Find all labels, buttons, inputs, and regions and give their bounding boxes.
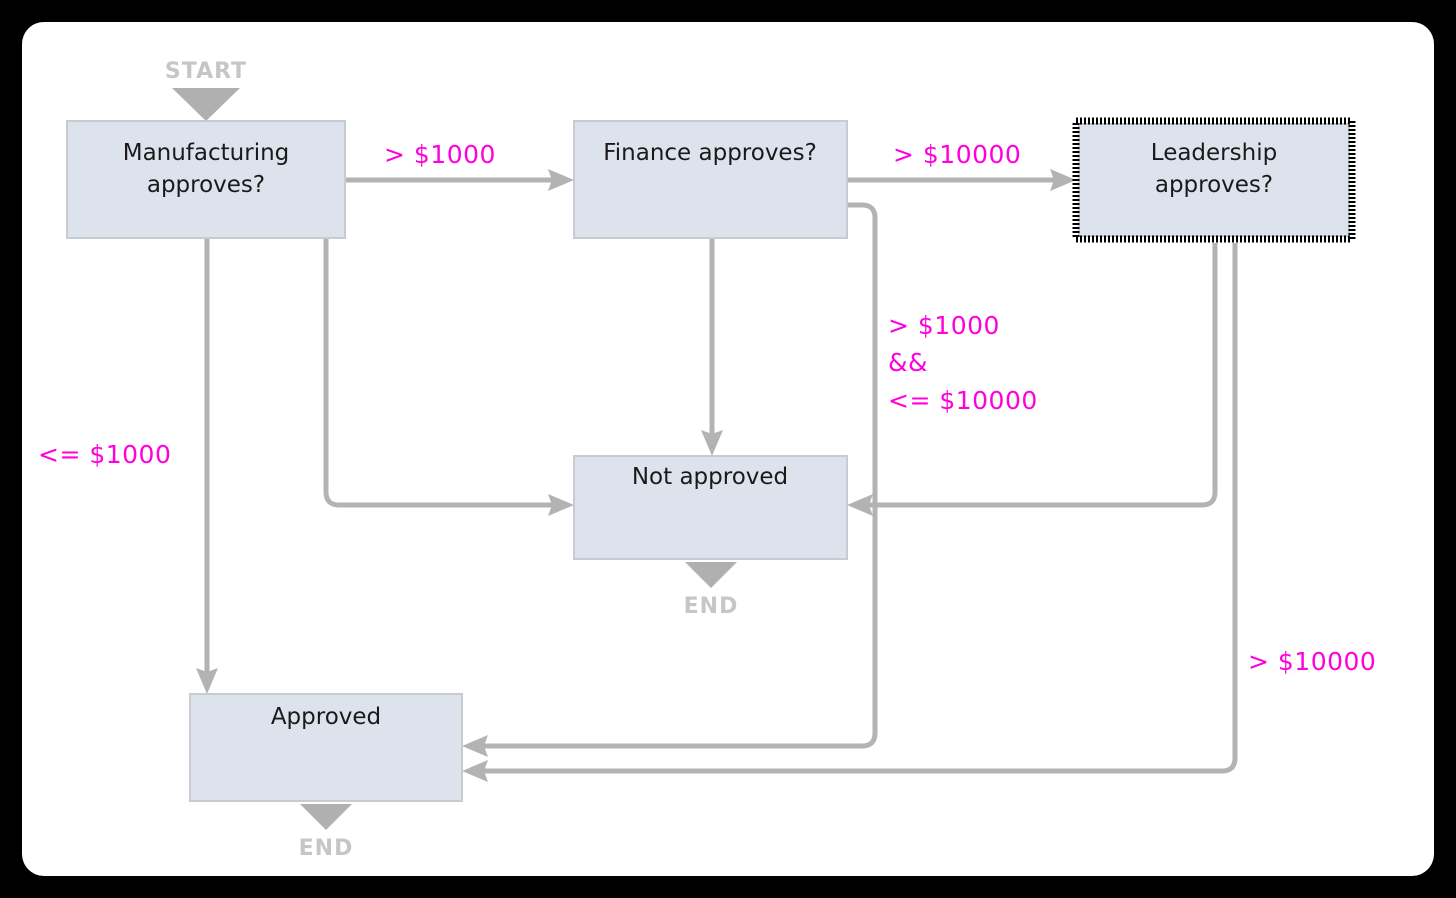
edge-manufacturing-to-finance (345, 169, 574, 191)
terminal-end-label: END (684, 594, 739, 619)
edge-label-finance-to-approved-line3: <= $10000 (888, 386, 1038, 415)
terminal-end-not-approved: END (684, 562, 739, 619)
arrow-head-icon (548, 494, 574, 516)
arrow-head-icon (1050, 169, 1076, 191)
arrow-head-icon (462, 760, 488, 782)
edge-label-mfg-to-approved: <= $1000 (38, 440, 171, 469)
node-label-line1: Finance approves? (603, 140, 817, 166)
edge-label-finance-to-approved-line1: > $1000 (888, 311, 1000, 340)
end-triangle-icon (685, 562, 737, 588)
edge-leadership-to-approved (462, 243, 1238, 782)
edge-line (481, 202, 878, 749)
edge-line (481, 243, 1238, 774)
arrow-head-icon (548, 169, 574, 191)
edge-manufacturing-to-approved (196, 238, 218, 694)
node-not-approved[interactable]: Not approved (573, 455, 848, 560)
terminal-end-approved: END (299, 804, 354, 861)
node-box[interactable] (189, 693, 463, 802)
terminal-start: START (165, 59, 247, 121)
edge-leadership-to-not-approved (847, 243, 1218, 516)
edge-label-mfg-to-finance: > $1000 (384, 140, 496, 169)
node-label-line2: approves? (147, 172, 265, 198)
terminal-start-label: START (165, 59, 247, 84)
node-leadership[interactable]: Leadership approves? (1072, 117, 1356, 243)
arrow-head-icon (847, 494, 873, 516)
edge-label-finance-to-leadership: > $10000 (893, 140, 1021, 169)
node-approved[interactable]: Approved (189, 693, 463, 802)
terminal-end-label: END (299, 836, 354, 861)
edge-manufacturing-to-not-approved (323, 238, 574, 516)
node-label-line1: Manufacturing (123, 140, 290, 166)
edge-finance-to-approved (462, 202, 878, 757)
arrow-head-icon (462, 735, 488, 757)
edge-line (323, 238, 556, 508)
edge-line (866, 243, 1218, 508)
node-label-line2: approves? (1155, 172, 1273, 198)
arrow-head-icon (196, 668, 218, 694)
node-box[interactable] (573, 120, 848, 239)
end-triangle-icon (300, 804, 352, 830)
node-label-line1: Approved (271, 704, 381, 730)
edge-label-leadership-to-approved: > $10000 (1248, 647, 1376, 676)
arrow-head-icon (701, 430, 723, 456)
node-label-line1: Not approved (632, 464, 788, 490)
node-manufacturing[interactable]: Manufacturing approves? (66, 120, 346, 239)
selection-border (1072, 117, 1356, 243)
edge-finance-to-not-approved (701, 238, 723, 456)
node-label-line1: Leadership (1151, 140, 1277, 166)
node-finance[interactable]: Finance approves? (573, 120, 848, 239)
edge-finance-to-leadership (847, 169, 1076, 191)
edge-label-finance-to-approved-line2: && (888, 348, 928, 377)
node-box[interactable] (573, 455, 848, 560)
start-triangle-icon (172, 88, 240, 121)
